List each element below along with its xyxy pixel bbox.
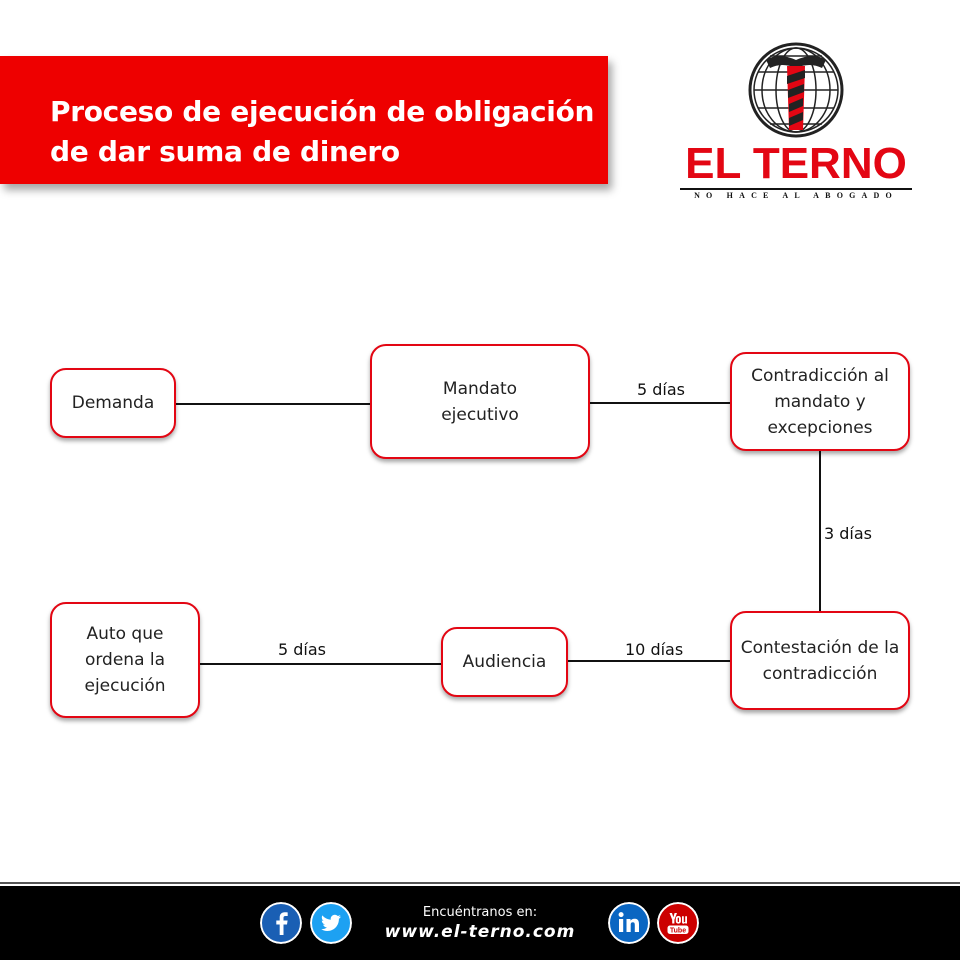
node-contestacion: Contestación de la contradicción [730, 611, 910, 710]
node-mandato-ejecutivo-label: Mandato ejecutivo [441, 378, 519, 425]
svg-text:Tube: Tube [670, 927, 686, 934]
edge-label-contestacion-audiencia: 10 días [625, 640, 684, 659]
linkedin-icon[interactable] [608, 902, 650, 944]
node-demanda-label: Demanda [71, 393, 155, 413]
node-mandato-ejecutivo: Mandato ejecutivo [370, 344, 590, 459]
footer [0, 886, 960, 960]
node-contestacion-label: Contestación de la contradicción [740, 637, 900, 684]
twitter-icon[interactable] [310, 902, 352, 944]
node-audiencia: Audiencia [441, 627, 568, 697]
globe-t-icon [748, 42, 844, 138]
page-title: Proceso de ejecución de obligación de da… [50, 92, 610, 172]
youtube-icon[interactable]: Tube [657, 902, 699, 944]
footer-cta: Encuéntranos en: [422, 905, 538, 920]
edge-label-mandato-contradiccion: 5 días [637, 380, 686, 399]
page-title-line-2: de dar suma de dinero [50, 135, 400, 168]
node-audiencia-label: Audiencia [462, 652, 547, 672]
connector-contradiccion-contestacion [819, 450, 821, 612]
connector-mandato-contradiccion [589, 402, 731, 404]
footer-divider [0, 882, 960, 884]
node-auto-label: Auto que ordena la ejecución [84, 624, 166, 696]
facebook-icon[interactable] [260, 902, 302, 944]
connector-audiencia-auto [198, 663, 442, 665]
brand-name: EL TERNO [685, 139, 907, 188]
node-contradiccion-label: Contradicción al mandato y excepciones [751, 365, 889, 438]
edge-label-audiencia-auto: 5 días [278, 640, 327, 659]
connector-demanda-mandato [175, 403, 371, 405]
brand-slogan: NO HACE AL ABOGADO [680, 188, 912, 200]
node-contradiccion: Contradicción al mandato y excepciones [730, 352, 910, 451]
page-title-line-1: Proceso de ejecución de obligación [50, 95, 595, 128]
node-demanda: Demanda [50, 368, 176, 438]
node-auto: Auto que ordena la ejecución [50, 602, 200, 718]
title-banner [0, 56, 608, 184]
footer-website-link[interactable]: www.el-terno.com [384, 922, 576, 942]
connector-contestacion-audiencia [566, 660, 731, 662]
edge-label-contradiccion-contestacion: 3 días [824, 524, 873, 543]
